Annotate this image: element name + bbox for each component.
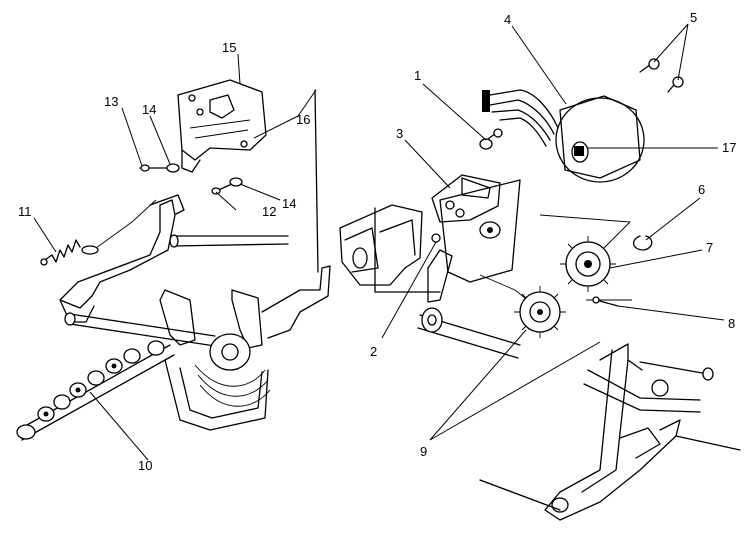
callout-12: 12 xyxy=(262,204,276,219)
callout-5: 5 xyxy=(690,10,697,25)
callout-3: 3 xyxy=(396,126,403,141)
callout-10: 10 xyxy=(138,458,152,473)
cover-plate-part xyxy=(177,79,267,173)
clip-part-6 xyxy=(633,235,653,251)
callout-2: 2 xyxy=(370,344,377,359)
callout-17: 17 xyxy=(722,140,736,155)
pin-part-8 xyxy=(592,296,619,307)
gear-part-9 xyxy=(514,286,566,338)
left-frame-assembly xyxy=(40,89,331,431)
callout-16: 16 xyxy=(296,112,310,127)
callout-7: 7 xyxy=(706,240,713,255)
callout-labels: 1 2 3 4 5 6 7 8 9 10 11 12 13 14 14 15 1… xyxy=(18,10,736,473)
callout-4: 4 xyxy=(504,12,511,27)
callout-14-top: 14 xyxy=(142,102,156,117)
callout-13: 13 xyxy=(104,94,118,109)
screw-part-5 xyxy=(639,58,684,93)
callout-6: 6 xyxy=(698,182,705,197)
right-frame-part xyxy=(479,343,741,521)
fasteners-left xyxy=(139,163,243,195)
callout-8: 8 xyxy=(728,316,735,331)
callout-9: 9 xyxy=(420,444,427,459)
cam-shaft-part xyxy=(16,340,175,441)
callout-1: 1 xyxy=(414,68,421,83)
center-assembly xyxy=(339,128,632,359)
callout-14-bottom: 14 xyxy=(282,196,296,211)
motor-part xyxy=(482,89,645,183)
leader-lines xyxy=(33,23,725,461)
spring-part xyxy=(40,239,81,266)
gear-part-7 xyxy=(560,236,616,292)
callout-11: 11 xyxy=(18,204,32,219)
callout-15: 15 xyxy=(222,40,236,55)
